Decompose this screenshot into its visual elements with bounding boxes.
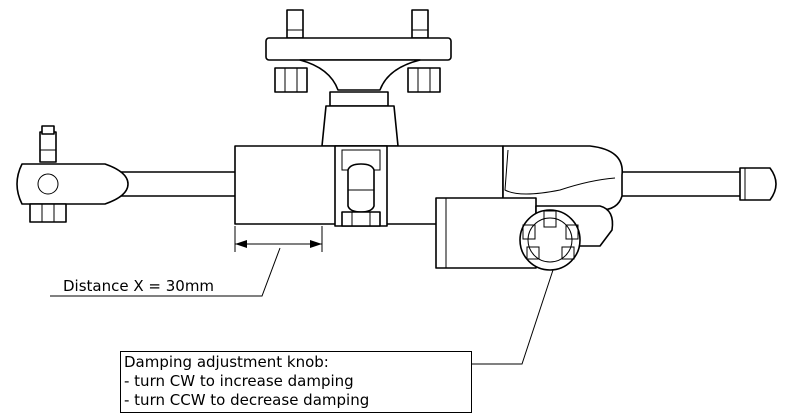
distance-x-dimension xyxy=(50,226,323,297)
knob-note-box: Damping adjustment knob: - turn CW to in… xyxy=(120,351,472,413)
rod-end-left xyxy=(16,125,239,223)
mounting-clamp xyxy=(265,9,452,147)
knob-leader-line xyxy=(472,269,554,365)
knob-note-ccw: - turn CCW to decrease damping xyxy=(124,391,370,409)
distance-x-label: Distance X = 30mm xyxy=(63,277,214,295)
knob-note-title: Damping adjustment knob: xyxy=(124,353,329,371)
knob-note-cw: - turn CW to increase damping xyxy=(124,372,354,390)
piston-rod-right xyxy=(614,167,777,201)
damping-adjustment-knob xyxy=(519,209,581,271)
damper-body xyxy=(234,145,623,269)
